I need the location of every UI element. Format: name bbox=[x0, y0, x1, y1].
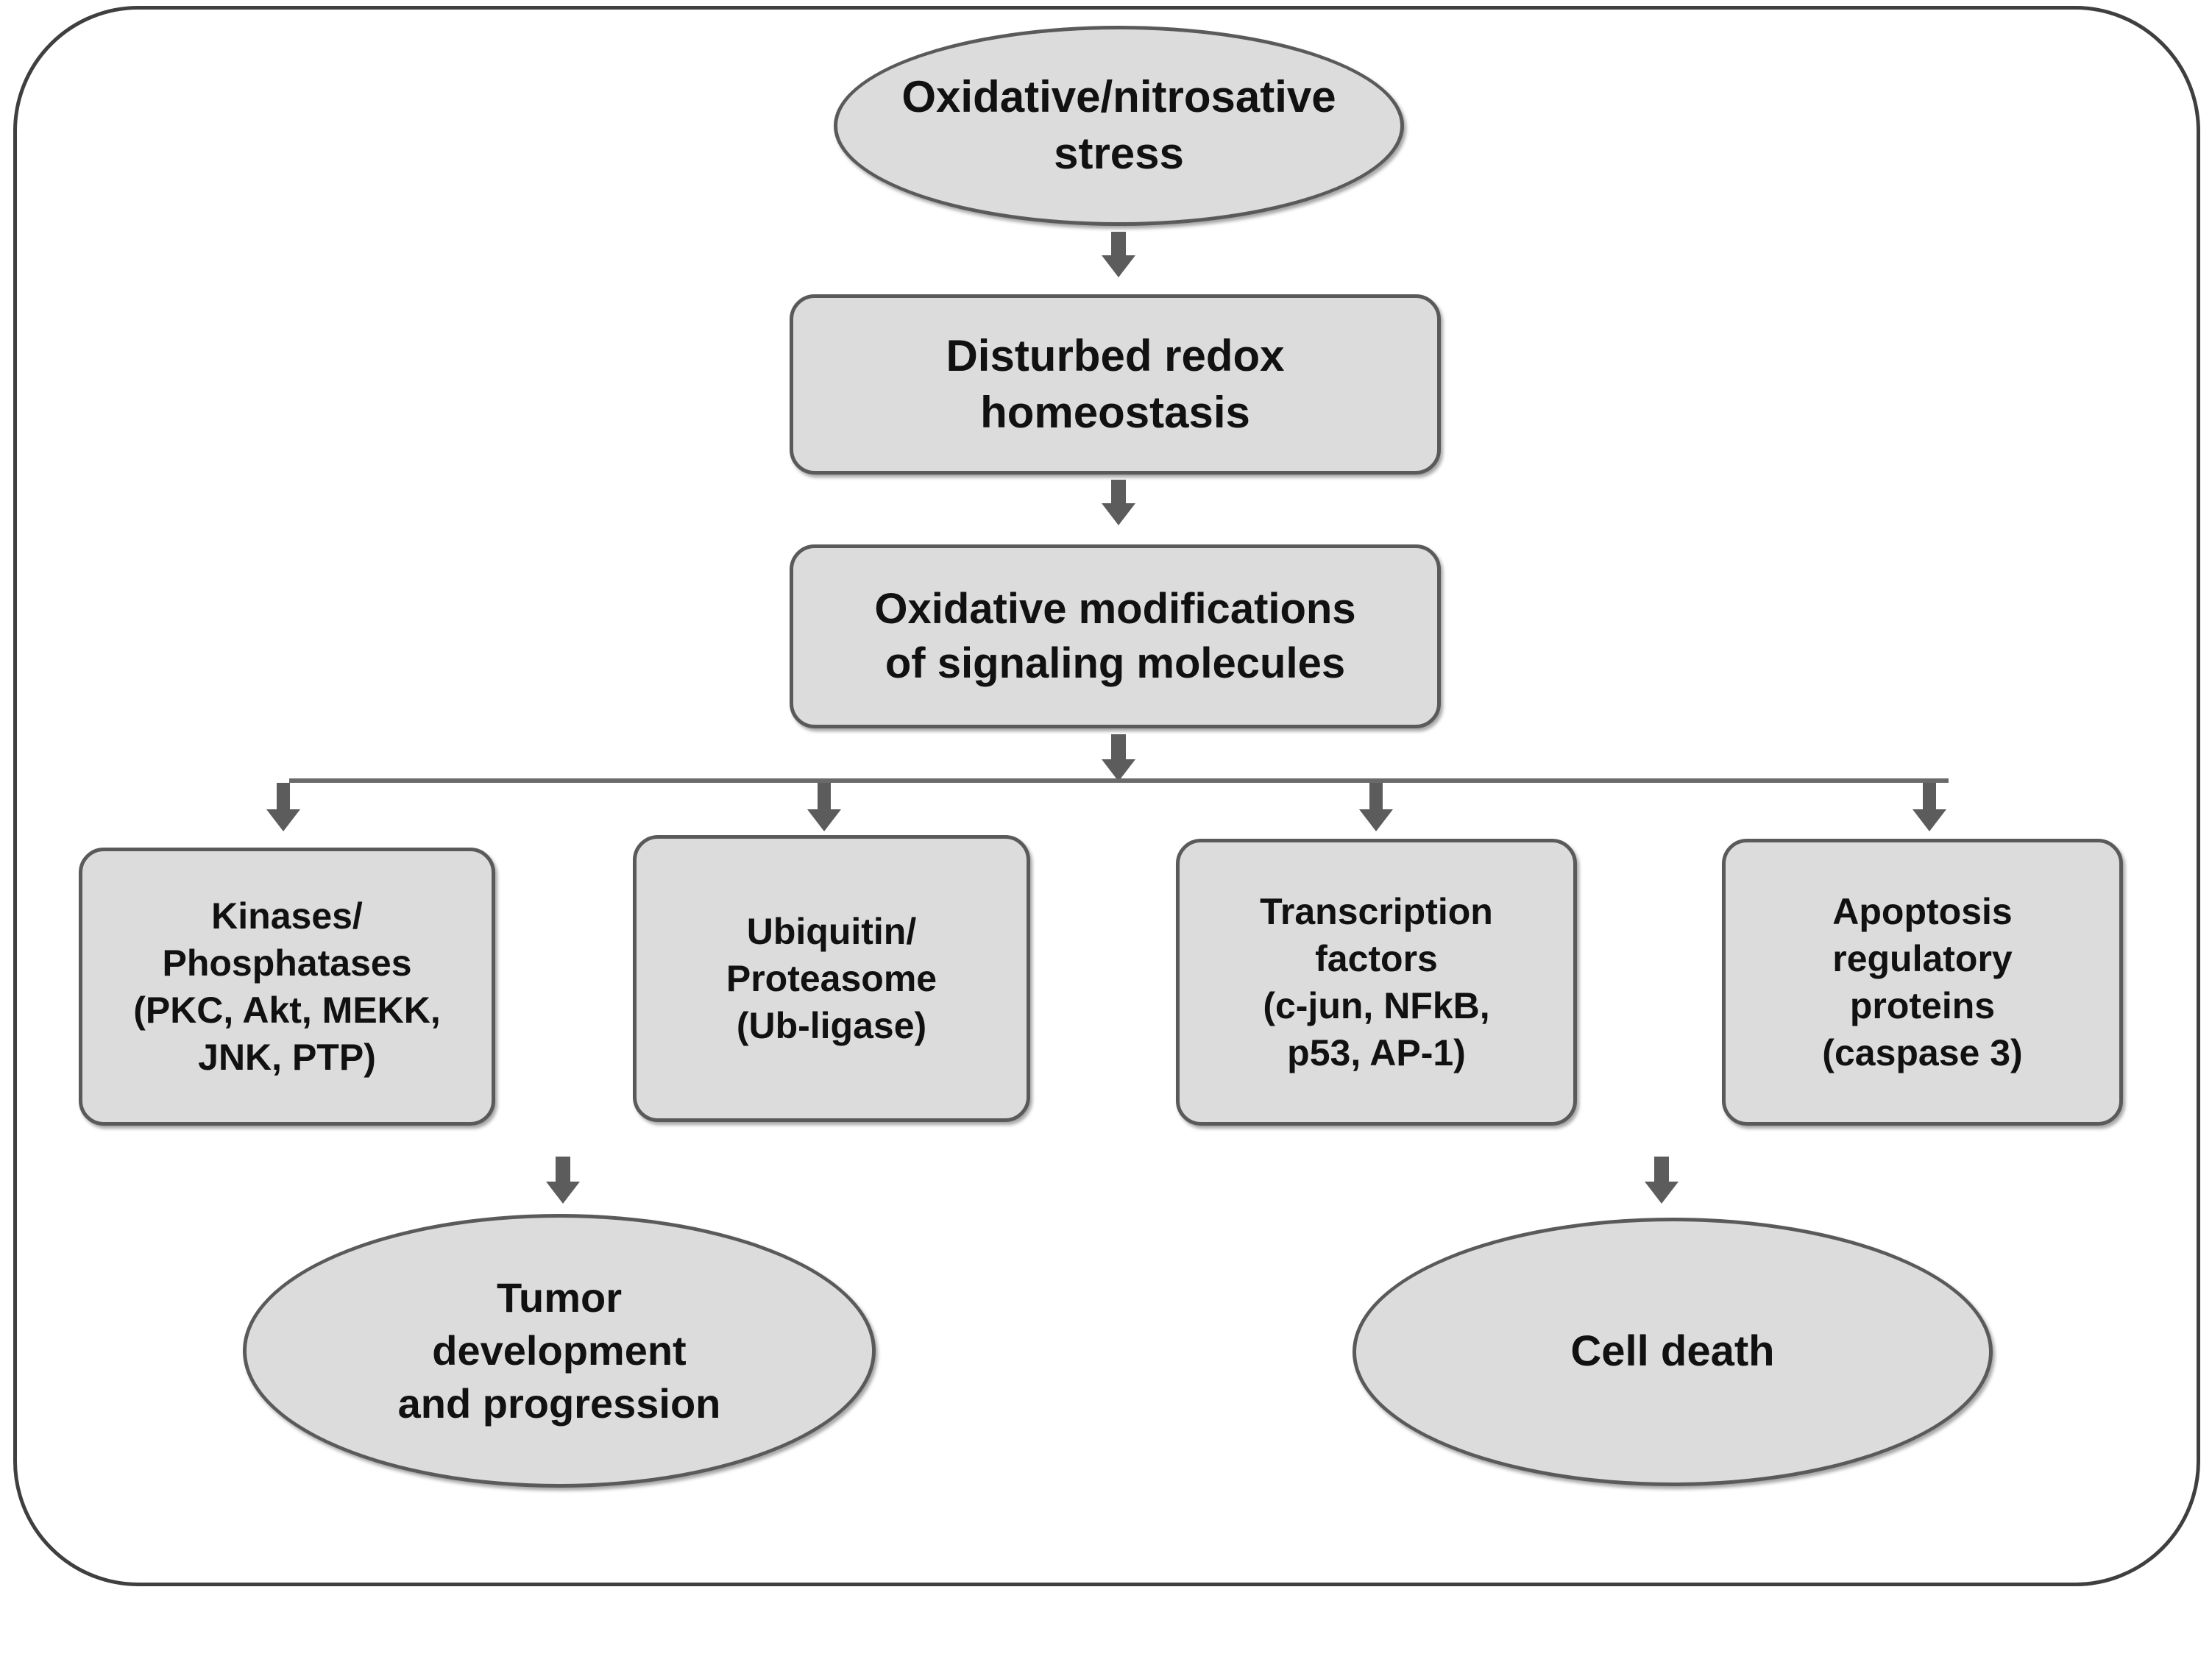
node-label: Transcription factors (c-jun, NFkB, p53,… bbox=[1260, 891, 1493, 1073]
node-oxidative-modifications: Oxidative modifications of signaling mol… bbox=[790, 544, 1441, 728]
diagram-outer-frame bbox=[13, 6, 2200, 1586]
arrow-stem bbox=[1654, 1157, 1669, 1183]
node-oxidative-nitrosative-stress: Oxidative/nitrosative stress bbox=[834, 26, 1404, 226]
arrow-head bbox=[807, 809, 841, 831]
arrow-head bbox=[1913, 809, 1946, 831]
arrow-stem bbox=[556, 1157, 570, 1183]
node-label: Disturbed redox homeostasis bbox=[946, 330, 1285, 437]
arrow-kinases-to-tumor bbox=[541, 1157, 585, 1205]
node-label: Kinases/ Phosphatases (PKC, Akt, MEKK, J… bbox=[133, 895, 441, 1078]
arrow-head bbox=[1102, 759, 1135, 781]
arrow-stem bbox=[1111, 480, 1126, 505]
arrow-stem bbox=[277, 783, 290, 811]
node-disturbed-redox-homeostasis: Disturbed redox homeostasis bbox=[790, 294, 1441, 475]
branch-connector-line bbox=[289, 778, 1949, 783]
arrow-branch-to-apoptosis bbox=[1907, 783, 1952, 831]
arrow-branch-to-transcription bbox=[1354, 783, 1398, 831]
arrow-apoptosis-to-cell-death bbox=[1639, 1157, 1684, 1205]
node-label: Oxidative/nitrosative stress bbox=[901, 72, 1336, 178]
node-label: Tumor development and progression bbox=[397, 1274, 721, 1427]
node-kinases-phosphatases: Kinases/ Phosphatases (PKC, Akt, MEKK, J… bbox=[79, 848, 495, 1126]
arrow-head bbox=[1645, 1182, 1679, 1204]
node-cell-death: Cell death bbox=[1353, 1218, 1993, 1486]
node-label: Apoptosis regulatory proteins (caspase 3… bbox=[1822, 891, 2023, 1073]
arrow-redox-to-modifications bbox=[1096, 480, 1141, 525]
node-ubiquitin-proteasome: Ubiquitin/ Proteasome (Ub-ligase) bbox=[633, 835, 1030, 1122]
arrow-head bbox=[1359, 809, 1393, 831]
arrow-branch-to-ubiquitin bbox=[802, 783, 846, 831]
node-transcription-factors: Transcription factors (c-jun, NFkB, p53,… bbox=[1176, 839, 1577, 1126]
arrow-modifications-to-branch bbox=[1096, 734, 1141, 781]
node-apoptosis-regulatory-proteins: Apoptosis regulatory proteins (caspase 3… bbox=[1722, 839, 2123, 1126]
node-tumor-development: Tumor development and progression bbox=[243, 1214, 876, 1488]
arrow-head bbox=[546, 1182, 580, 1204]
arrow-head bbox=[1102, 255, 1135, 277]
arrow-head bbox=[266, 809, 300, 831]
arrow-branch-to-kinases bbox=[261, 783, 305, 831]
arrow-head bbox=[1102, 503, 1135, 525]
node-label: Oxidative modifications of signaling mol… bbox=[874, 584, 1356, 687]
node-label: Cell death bbox=[1570, 1327, 1775, 1376]
arrow-stem bbox=[1369, 783, 1383, 811]
arrow-stress-to-redox bbox=[1096, 232, 1141, 277]
arrow-stem bbox=[1923, 783, 1936, 811]
node-label: Ubiquitin/ Proteasome (Ub-ligase) bbox=[726, 911, 937, 1046]
arrow-stem bbox=[1111, 232, 1126, 257]
arrow-stem bbox=[818, 783, 831, 811]
arrow-stem bbox=[1111, 734, 1126, 761]
